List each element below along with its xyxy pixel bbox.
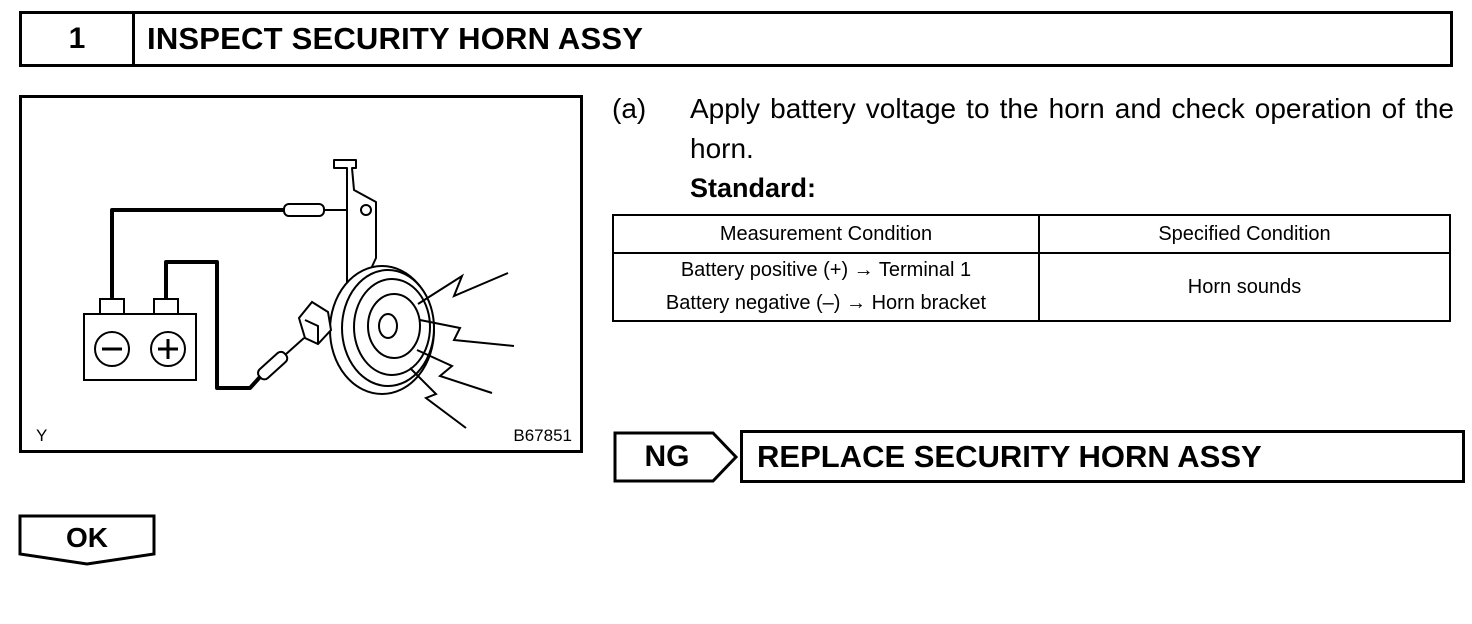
ng-tag: NG bbox=[613, 431, 739, 483]
ng-action-box: REPLACE SECURITY HORN ASSY bbox=[740, 430, 1465, 483]
horn-illustration: Y B67851 bbox=[19, 95, 583, 453]
ng-label: NG bbox=[644, 440, 690, 473]
bracket-probe bbox=[283, 203, 325, 217]
sound-bolts bbox=[409, 272, 515, 429]
step-number: 1 bbox=[22, 14, 135, 64]
instruction-marker: (a) bbox=[612, 93, 647, 124]
step-header: 1 INSPECT SECURITY HORN ASSY bbox=[19, 11, 1453, 67]
terminal-probe bbox=[257, 350, 289, 381]
horn-body bbox=[297, 265, 435, 395]
battery-body bbox=[83, 313, 197, 381]
illustration-code-right: B67851 bbox=[513, 426, 572, 445]
column-header-specified: Specified Condition bbox=[1038, 214, 1451, 254]
specified-condition-cell: Horn sounds bbox=[1038, 252, 1451, 322]
ok-label: OK bbox=[66, 522, 108, 553]
spec-table: Measurement Condition Specified Conditio… bbox=[612, 214, 1451, 322]
column-header-measurement: Measurement Condition bbox=[612, 214, 1040, 254]
positive-lead-wire bbox=[164, 260, 262, 390]
illustration-code-left: Y bbox=[36, 426, 48, 445]
ok-arrow-shape bbox=[18, 514, 156, 566]
measurement-condition-cell: Battery positive (+) → Terminal 1 Batter… bbox=[612, 252, 1040, 322]
ok-tag: OK bbox=[18, 514, 158, 566]
table-header-row: Measurement Condition Specified Conditio… bbox=[612, 214, 1451, 254]
step-title: INSPECT SECURITY HORN ASSY bbox=[147, 21, 644, 56]
battery-negative-terminal bbox=[99, 298, 125, 315]
horn-wiring-diagram bbox=[83, 159, 515, 429]
condition-line-positive: Battery positive (+) → Terminal 1 bbox=[680, 259, 972, 281]
instruction-block: (a) Apply battery voltage to the horn an… bbox=[612, 89, 1454, 207]
table-row: Battery positive (+) → Terminal 1 Batter… bbox=[612, 252, 1451, 322]
horn-bracket bbox=[333, 159, 377, 289]
ng-arrow-shape bbox=[613, 431, 739, 483]
plus-symbol bbox=[150, 331, 186, 367]
condition-line-negative: Battery negative (–) → Horn bracket bbox=[665, 292, 987, 314]
standard-label: Standard: bbox=[690, 173, 817, 203]
instruction-text: Apply battery voltage to the horn and ch… bbox=[690, 93, 1454, 164]
minus-symbol bbox=[94, 331, 130, 367]
battery-positive-terminal bbox=[153, 298, 179, 315]
horn-terminal-1 bbox=[297, 300, 333, 346]
negative-lead-wire bbox=[110, 208, 285, 299]
